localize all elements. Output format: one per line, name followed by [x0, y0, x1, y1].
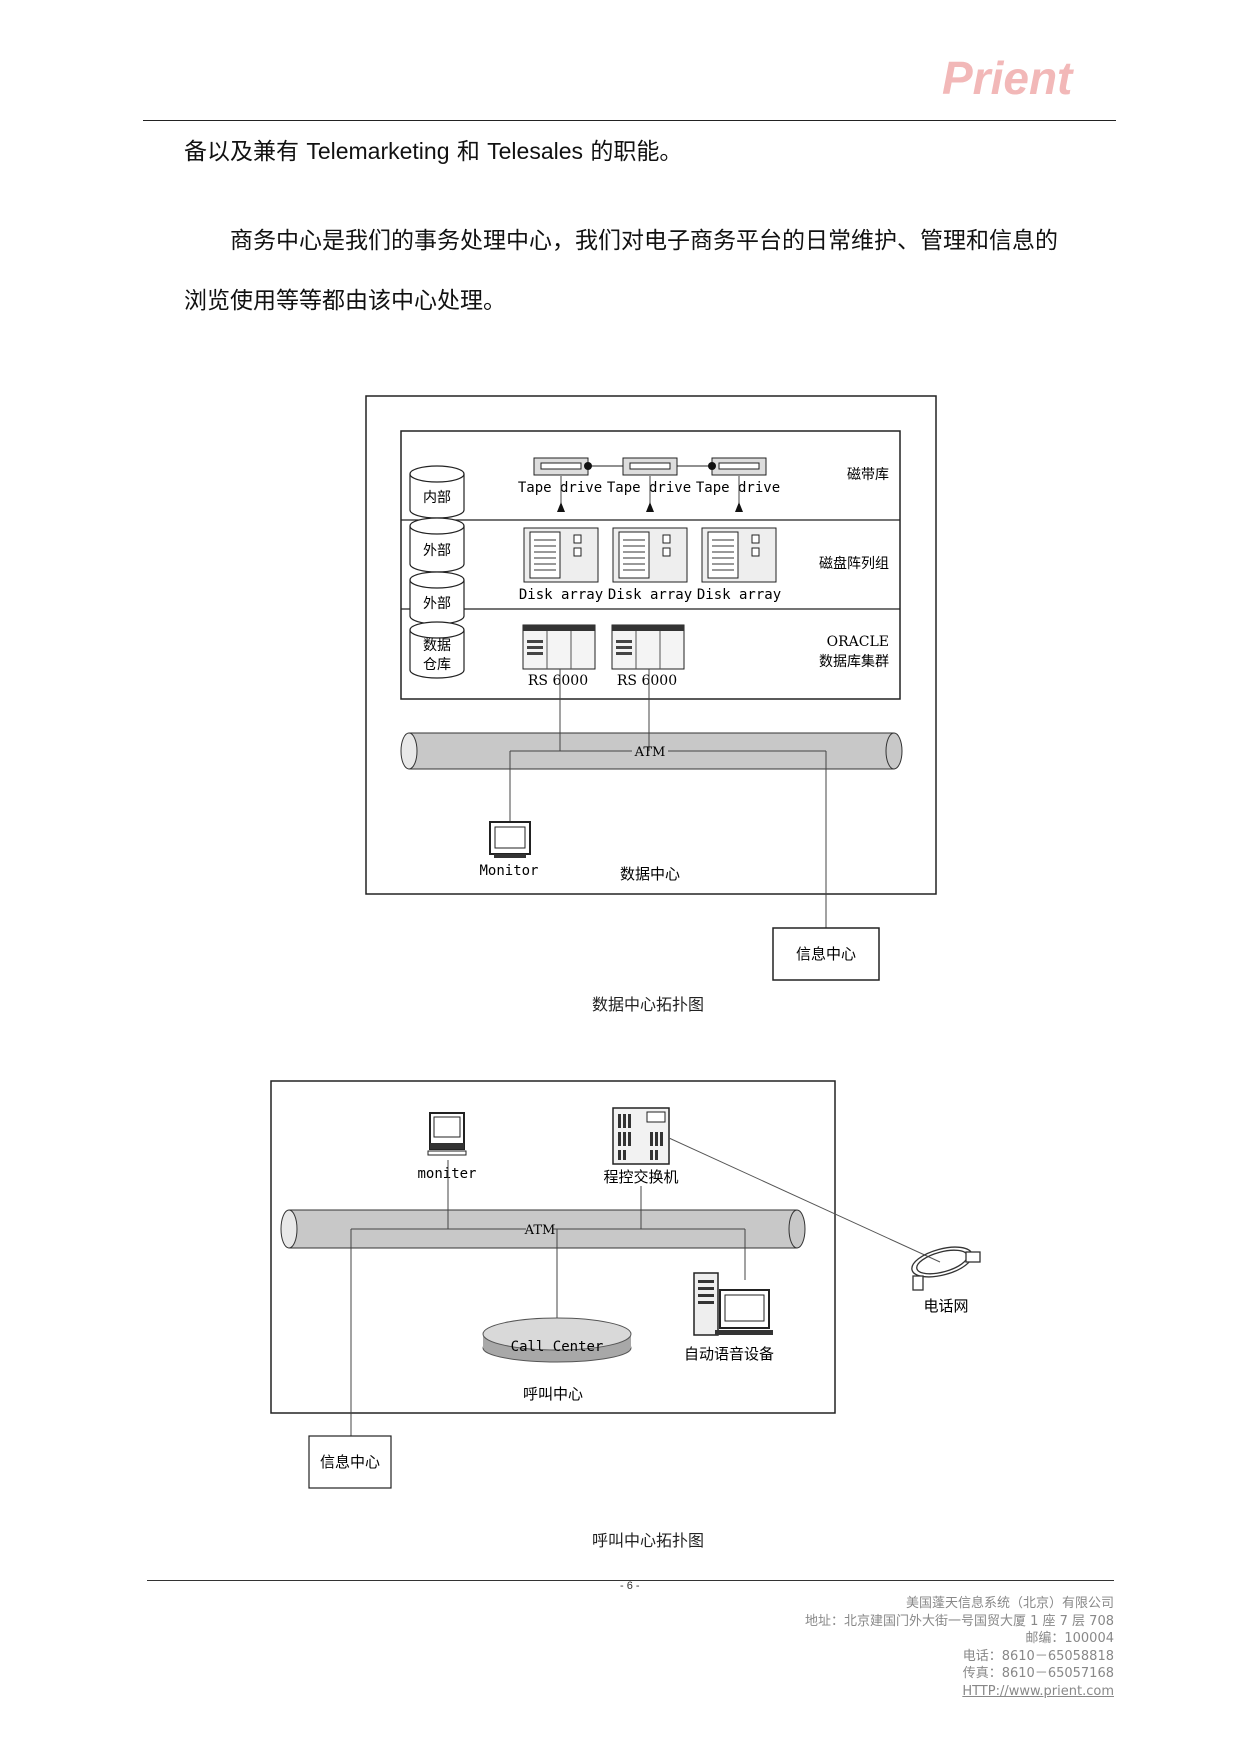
- svg-text:Disk array: Disk array: [608, 587, 692, 603]
- auto-voice-label: 自动语音设备: [684, 1345, 774, 1363]
- phone-net-label: 电话网: [923, 1297, 968, 1315]
- footer-contact: 美国蓬天信息系统（北京）有限公司 地址：北京建国门外大街一号国贸大厦 1 座 7…: [805, 1595, 1114, 1700]
- footer-fax: 传真：8610－65057168: [962, 1666, 1114, 1681]
- rs6000-server-2: RS 6000: [611, 624, 685, 689]
- svg-text:Tape drive: Tape drive: [518, 480, 602, 496]
- svg-text:外部: 外部: [423, 543, 451, 559]
- footer-url-link[interactable]: HTTP://www.prient.com: [962, 1683, 1114, 1699]
- pbx-switch-icon: [612, 1107, 670, 1165]
- db-cylinder-warehouse: 数据 仓库: [409, 621, 465, 679]
- svg-text:仓库: 仓库: [423, 657, 451, 673]
- row-label-disk-array-group: 磁盘阵列组: [819, 555, 889, 572]
- svg-text:Tape drive: Tape drive: [696, 480, 780, 496]
- data-center-diagram: 内部 外部 外部 数据 仓库 Tape drive Tape drive Tap…: [365, 395, 937, 981]
- atm-label-1: ATM: [634, 745, 666, 760]
- storage-box: [400, 430, 901, 700]
- diagram1-caption: 数据中心拓扑图: [592, 995, 705, 1014]
- moniter-label: moniter: [417, 1166, 476, 1182]
- db-cylinder-external-2: 外部: [409, 571, 465, 625]
- info-center-box-1: [772, 927, 880, 981]
- svg-text:Disk array: Disk array: [697, 587, 781, 603]
- row-label-oracle: ORACLE: [827, 634, 889, 650]
- prient-logo: Prient: [942, 52, 1074, 104]
- atm-pipe-1: [400, 732, 903, 770]
- phone-network-cable-icon: [911, 1246, 981, 1291]
- paragraph-line-1: 备以及兼有 Telemarketing 和 Telesales 的职能。: [184, 138, 683, 165]
- monitor-label: Monitor: [479, 863, 538, 879]
- svg-text:RS 6000: RS 6000: [528, 673, 588, 689]
- db-cylinder-internal: 内部: [409, 465, 465, 519]
- call-center-area-label: 呼叫中心: [523, 1385, 583, 1403]
- tape-drive-1: Tape drive: [518, 457, 602, 496]
- monitor-icon: [489, 821, 531, 858]
- row-label-tape-library: 磁带库: [847, 467, 889, 483]
- header-rule: [143, 120, 1116, 121]
- disk-array-3: Disk array: [697, 527, 781, 603]
- moniter-computer-icon: [427, 1112, 467, 1156]
- svg-text:Tape drive: Tape drive: [607, 480, 691, 496]
- call-center-label: Call Center: [511, 1339, 604, 1355]
- disk-array-1: Disk array: [519, 527, 603, 603]
- call-center-diagram: moniter 程控交换机 ATM 电话网 Call Center 呼叫中心: [270, 1080, 981, 1489]
- paragraph-line-2: 商务中心是我们的事务处理中心，我们对电子商务平台的日常维护、管理和信息的: [230, 228, 1058, 254]
- info-center-box-2: [308, 1435, 392, 1489]
- atm-label-2: ATM: [524, 1223, 556, 1238]
- tape-drive-2: Tape drive: [607, 457, 691, 496]
- svg-text:RS 6000: RS 6000: [617, 673, 677, 689]
- diagram2-caption: 呼叫中心拓扑图: [592, 1531, 705, 1550]
- disk-array-2: Disk array: [608, 527, 692, 603]
- data-center-frame: [365, 395, 937, 895]
- auto-voice-equipment-icon: [693, 1272, 773, 1336]
- info-center-label-2: 信息中心: [320, 1453, 380, 1471]
- call-center-frame: [270, 1080, 836, 1414]
- info-center-label-1: 信息中心: [796, 945, 856, 963]
- svg-text:数据: 数据: [423, 638, 451, 654]
- footer-address: 地址：北京建国门外大街一号国贸大厦 1 座 7 层 708: [804, 1613, 1114, 1629]
- logo-text: Prient: [942, 52, 1074, 104]
- switch-label: 程控交换机: [603, 1168, 678, 1186]
- page-number: - 6 -: [620, 1580, 640, 1592]
- footer-postcode: 邮编：100004: [1025, 1631, 1114, 1646]
- tape-drive-3: Tape drive: [696, 457, 780, 496]
- footer-rule: [147, 1580, 1114, 1581]
- svg-text:内部: 内部: [423, 490, 451, 506]
- footer-phone: 电话：8610－65058818: [962, 1648, 1114, 1664]
- footer-company: 美国蓬天信息系统（北京）有限公司: [905, 1596, 1114, 1611]
- row-label-db-cluster: 数据库集群: [819, 653, 889, 670]
- db-cylinder-external-1: 外部: [409, 517, 465, 573]
- paragraph-line-3: 浏览使用等等都由该中心处理。: [184, 288, 506, 314]
- svg-text:Disk array: Disk array: [519, 587, 603, 603]
- rs6000-server-1: RS 6000: [522, 624, 596, 689]
- svg-text:外部: 外部: [423, 596, 451, 612]
- call-center-disk: [482, 1317, 632, 1363]
- data-center-label: 数据中心: [620, 865, 680, 883]
